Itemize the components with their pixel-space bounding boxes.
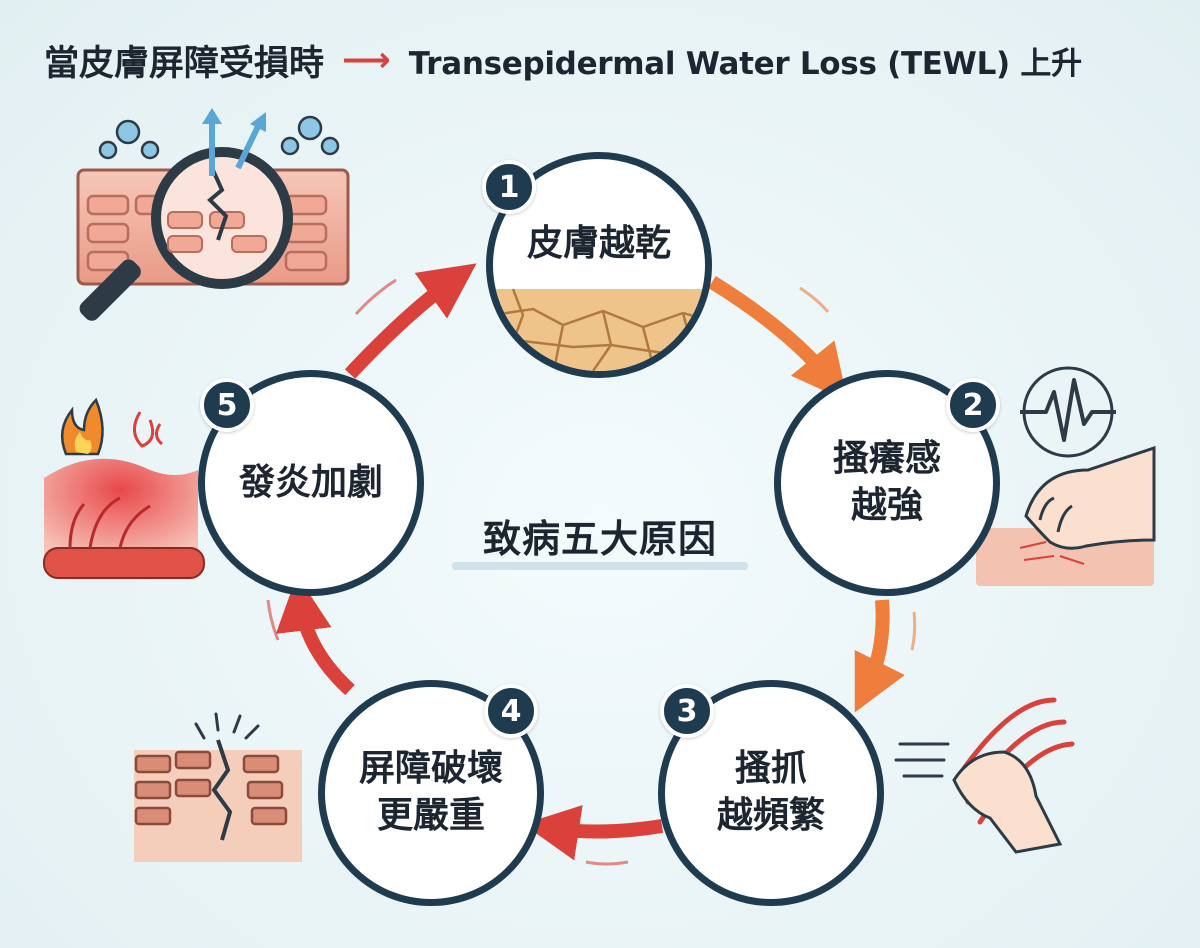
step-4-label: 屏障破壞 更嚴重 bbox=[358, 748, 503, 836]
step-2-label: 搔癢感 越強 bbox=[832, 438, 941, 526]
inflamed-skin-flame-icon bbox=[43, 397, 205, 579]
right-arrow-icon: ⟶ bbox=[342, 40, 391, 80]
scratching-hand-icon bbox=[976, 445, 1156, 586]
claw-scratch-hand-icon bbox=[894, 697, 1075, 854]
step-5-badge: 5 bbox=[200, 378, 254, 432]
step-1-label: 皮膚越乾 bbox=[526, 222, 671, 264]
step-2-badge: 2 bbox=[946, 378, 1000, 432]
arrow-2-to-3 bbox=[854, 599, 917, 713]
arrow-1-to-2 bbox=[708, 276, 848, 402]
step-3-badge: 3 bbox=[660, 684, 714, 738]
step-4-badge: 4 bbox=[484, 684, 538, 738]
arrow-5-to-1 bbox=[344, 263, 477, 379]
title-en: Transepidermal Water Loss (TEWL) 上升 bbox=[408, 45, 1082, 82]
step-1-badge: 1 bbox=[482, 160, 536, 214]
step-node-5: 發炎加劇 bbox=[198, 370, 424, 596]
title-zh: 當皮膚屏障受損時 bbox=[44, 43, 325, 84]
broken-skin-layers-icon bbox=[134, 712, 302, 862]
heartbeat-wave-icon bbox=[1020, 366, 1116, 458]
arrow-3-to-4 bbox=[523, 805, 664, 866]
center-label: 致病五大原因 bbox=[482, 517, 717, 561]
arrow-4-to-5 bbox=[266, 574, 355, 696]
center-label-underline bbox=[452, 562, 748, 570]
page-title: 當皮膚屏障受損時 ⟶ Transepidermal Water Loss (TE… bbox=[44, 30, 1082, 90]
dry-cracked-ground-icon bbox=[493, 288, 705, 371]
step-5-label: 發炎加劇 bbox=[238, 461, 383, 503]
step-3-label: 搔抓 越頻繁 bbox=[716, 748, 825, 836]
magnifier-skin-cracks-icon bbox=[76, 108, 350, 321]
